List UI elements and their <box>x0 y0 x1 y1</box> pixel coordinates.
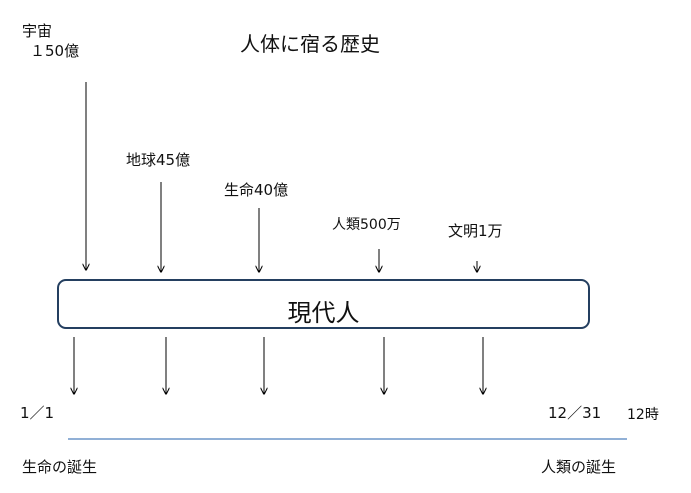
timeline-start-caption: 生命の誕生 <box>22 458 98 476</box>
event-label-humans: 人類500万 <box>332 217 401 233</box>
modern-human-box: 現代人 <box>57 279 590 329</box>
timeline-end-date: 12／31 <box>548 404 602 422</box>
event-label-universe: 宇宙 <box>22 22 53 40</box>
timeline-end-time: 12時 <box>627 407 659 423</box>
event-label-earth: 地球45億 <box>126 151 191 169</box>
diagram-title: 人体に宿る歴史 <box>240 32 380 56</box>
modern-human-label: 現代人 <box>287 299 360 327</box>
event-label-life: 生命40億 <box>224 181 289 199</box>
event-label-civilization: 文明1万 <box>448 222 503 240</box>
event-value-universe: １50億 <box>30 42 80 60</box>
timeline-end-caption: 人類の誕生 <box>541 458 617 476</box>
timeline-start-date: 1／1 <box>20 404 55 422</box>
